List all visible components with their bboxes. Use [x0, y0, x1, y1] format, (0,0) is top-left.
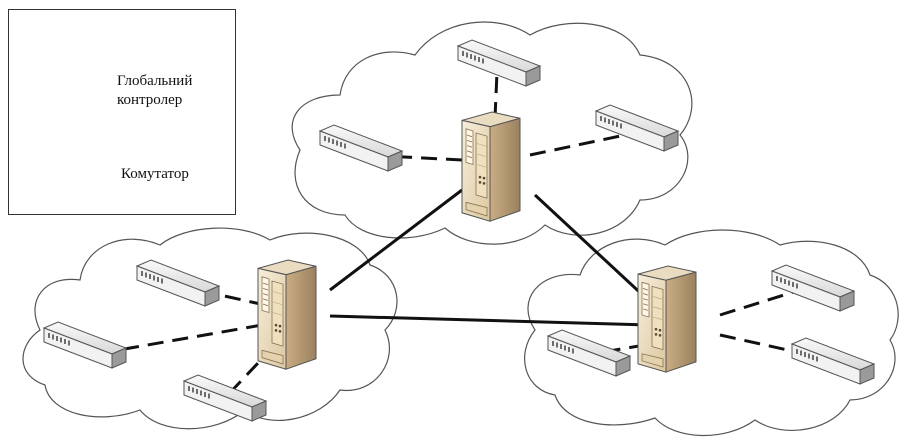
legend [8, 9, 236, 215]
link-top-right [533, 193, 650, 302]
legend-controller-label: Глобальний контролер [117, 73, 193, 108]
legend-switch-label: Комутатор [121, 166, 189, 182]
controller-icon [637, 265, 697, 373]
link-top-left [329, 188, 463, 292]
link-left-right [329, 314, 651, 327]
controller-icon [461, 111, 521, 222]
inter-controller-links [329, 188, 651, 327]
controller-icon [257, 259, 317, 370]
cloud-right [524, 229, 899, 437]
